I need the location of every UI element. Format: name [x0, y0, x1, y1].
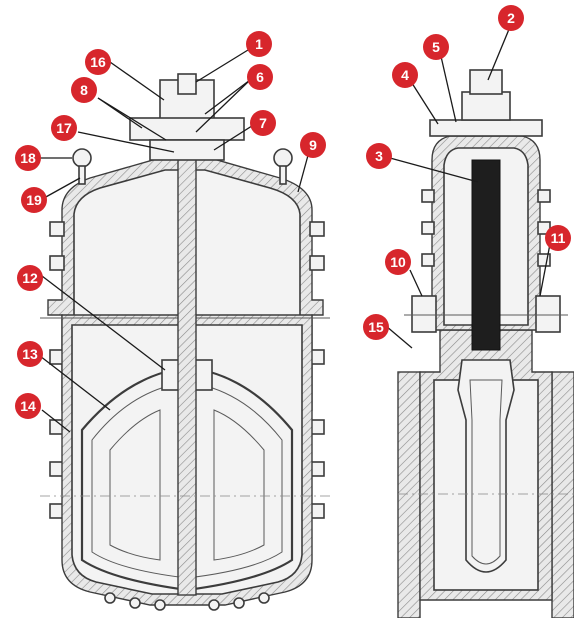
wedge-rubber-coating	[91, 385, 283, 579]
svg-text:14: 14	[20, 398, 36, 414]
leader-lines	[38, 21, 551, 433]
callout-4: 4	[392, 62, 418, 88]
stem-top	[177, 73, 197, 95]
callout-18: 18	[15, 145, 41, 171]
callout-8: 8	[71, 77, 97, 103]
svg-text:19: 19	[26, 192, 42, 208]
callouts: 1 2 3 4 5 6 7 8 9 10 11 12 13 14 15 16 1…	[15, 5, 571, 419]
callout-12: 12	[17, 265, 43, 291]
svg-text:12: 12	[22, 270, 38, 286]
callout-16: 16	[85, 49, 111, 75]
svg-text:13: 13	[22, 346, 38, 362]
callout-3: 3	[366, 143, 392, 169]
lifting-eye-right	[273, 148, 293, 168]
svg-text:11: 11	[551, 230, 566, 246]
callout-1: 1	[246, 31, 272, 57]
svg-text:15: 15	[368, 319, 384, 335]
stem	[177, 89, 197, 596]
lifting-eye-left	[72, 148, 92, 168]
seal-housing	[149, 139, 225, 161]
callout-7: 7	[250, 110, 276, 136]
front-section-view	[40, 73, 330, 611]
wedge-inner-rib-left	[109, 409, 161, 561]
callout-14: 14	[15, 393, 41, 419]
callout-17: 17	[51, 115, 77, 141]
bottom-holes	[104, 592, 270, 611]
svg-text:6: 6	[256, 69, 264, 85]
svg-text:1: 1	[255, 36, 263, 52]
svg-text:4: 4	[401, 67, 409, 83]
side-wedge-inner	[469, 379, 503, 565]
side-gland	[461, 91, 511, 121]
side-section-view	[397, 69, 574, 618]
callout-6: 6	[247, 64, 273, 90]
svg-text:7: 7	[259, 115, 267, 131]
svg-text:16: 16	[90, 54, 106, 70]
callout-10: 10	[385, 249, 411, 275]
svg-text:10: 10	[390, 254, 406, 270]
svg-text:9: 9	[309, 137, 317, 153]
body-flange-right	[551, 371, 574, 618]
callout-9: 9	[300, 132, 326, 158]
callout-5: 5	[423, 34, 449, 60]
svg-text:17: 17	[56, 120, 72, 136]
lifting-eye-shank-right	[279, 165, 287, 185]
svg-text:8: 8	[80, 82, 88, 98]
side-top-plate	[429, 119, 543, 137]
callout-11: 11	[545, 225, 571, 251]
bonnet-bolt-right	[535, 295, 561, 333]
side-operating-nut	[469, 69, 503, 95]
svg-text:18: 18	[20, 150, 36, 166]
lifting-eye-shank-left	[78, 165, 86, 185]
wedge-inner-rib-right	[213, 409, 265, 561]
svg-text:3: 3	[375, 148, 383, 164]
side-wedge	[457, 359, 515, 573]
callout-19: 19	[21, 187, 47, 213]
svg-text:2: 2	[507, 10, 515, 26]
bonnet-bolt-left	[411, 295, 437, 333]
svg-text:5: 5	[432, 39, 440, 55]
side-stem	[471, 159, 501, 351]
callout-15: 15	[363, 314, 389, 340]
bonnet-ribs-right	[309, 221, 325, 519]
body-flange-left	[397, 371, 421, 618]
callout-13: 13	[17, 341, 43, 367]
callout-2: 2	[498, 5, 524, 31]
